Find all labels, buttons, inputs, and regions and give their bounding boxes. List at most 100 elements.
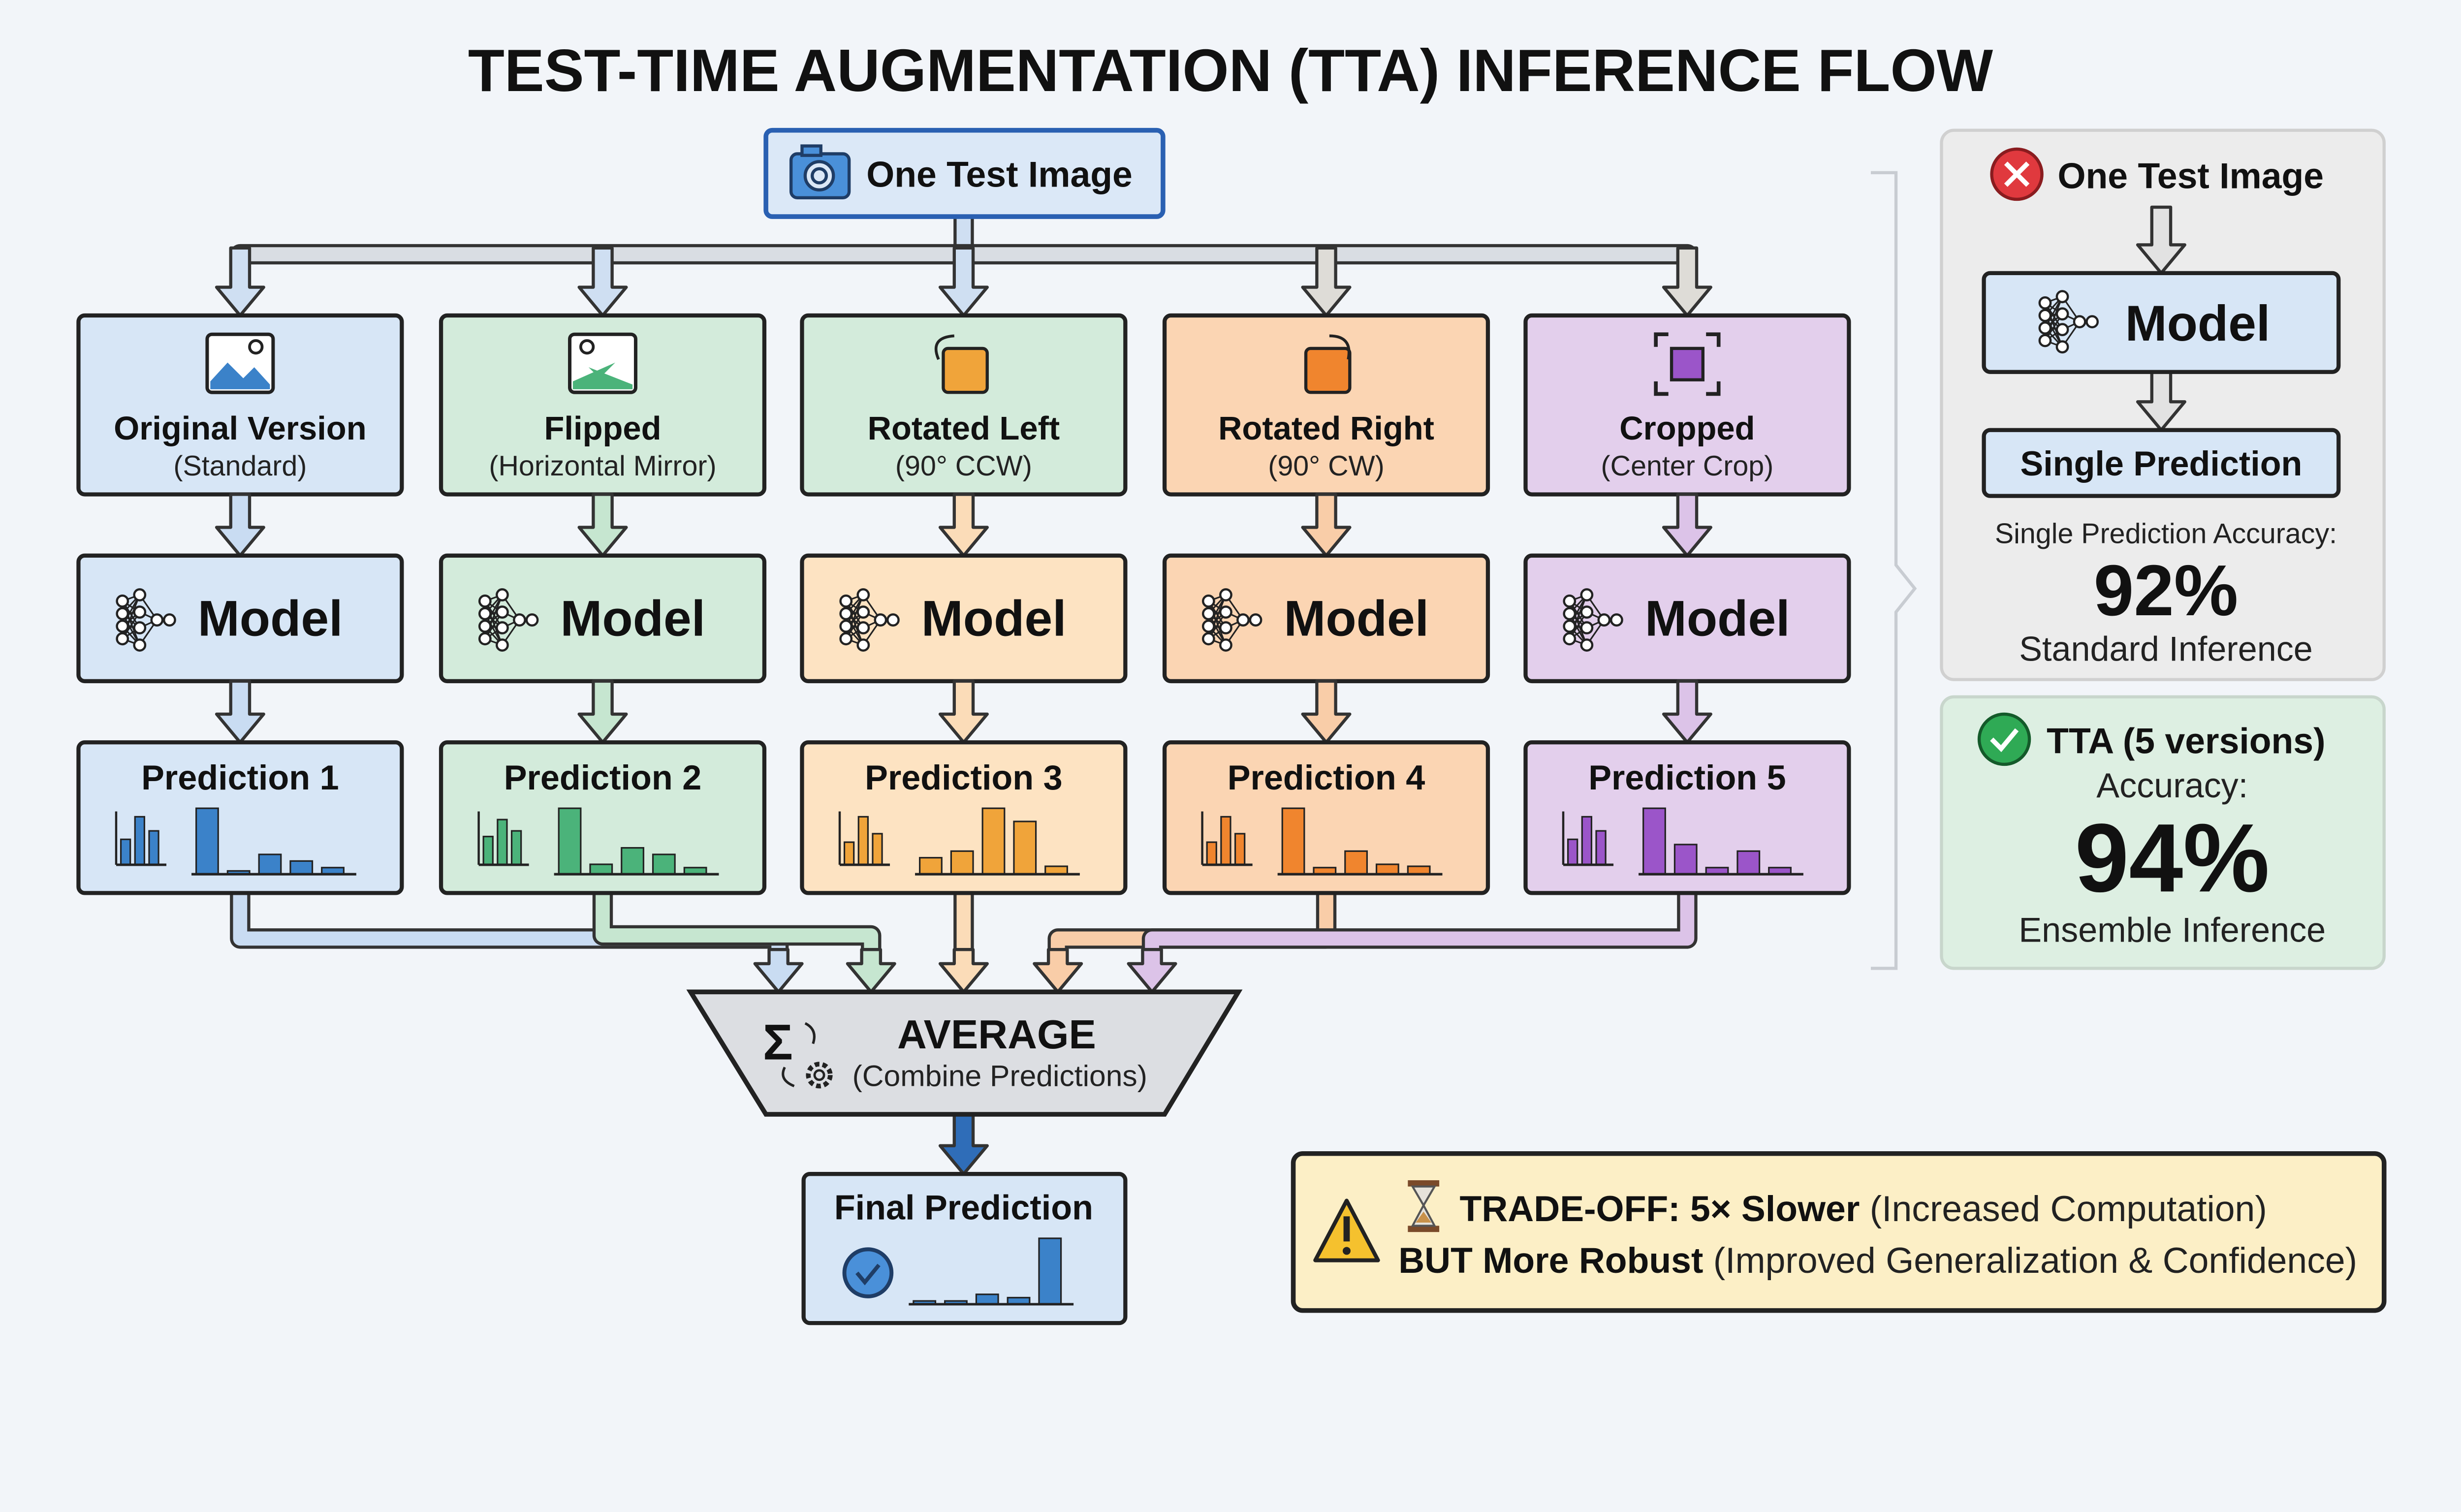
- bar: [1013, 820, 1037, 875]
- augmentation-title: Cropped: [1619, 410, 1755, 447]
- single-input-label: One Test Image: [2057, 156, 2324, 196]
- merge-arrow-5: [1127, 948, 1177, 994]
- crop-icon: [1654, 332, 1721, 396]
- branch-1: Original Version(Standard)ModelPredictio…: [76, 313, 404, 895]
- model-label: Model: [198, 590, 343, 646]
- input-label: One Test Image: [866, 154, 1133, 194]
- bar: [1344, 850, 1368, 875]
- x-circle-icon: [1990, 147, 2044, 201]
- neural-network-icon: [1201, 588, 1262, 652]
- svg-text:Σ: Σ: [763, 1014, 793, 1070]
- neural-network-icon: [1563, 588, 1623, 652]
- bar: [981, 807, 1006, 875]
- class-probability-chart: [1277, 807, 1443, 876]
- tradeoff-robust: BUT More Robust: [1398, 1240, 1703, 1281]
- bar: [975, 1293, 999, 1305]
- bar: [1038, 1237, 1062, 1305]
- arrow-to-prediction: [938, 679, 989, 744]
- mini-distribution-chart: [1201, 811, 1253, 866]
- bar: [1234, 833, 1246, 866]
- average-title: AVERAGE: [897, 1011, 1096, 1057]
- bar: [621, 847, 644, 875]
- augmentation-title: Original Version: [114, 410, 366, 447]
- arrow-to-2: [577, 246, 628, 317]
- rotate-left-icon: [934, 334, 989, 394]
- merge-arrow-3: [938, 948, 989, 994]
- mini-distribution-chart: [838, 811, 890, 866]
- bar: [1595, 830, 1607, 866]
- neural-network-icon: [478, 588, 539, 652]
- arrow-to-single-prediction: [2136, 370, 2186, 432]
- merge-arrow-1: [753, 948, 804, 994]
- bar: [497, 819, 508, 866]
- bar: [950, 850, 974, 875]
- bar: [510, 830, 522, 866]
- augmentation-subtitle: (Center Crop): [1601, 450, 1774, 482]
- tta-label: TTA (5 versions): [2047, 721, 2325, 761]
- arrow-to-model: [938, 493, 989, 558]
- connectors: [215, 217, 1712, 1176]
- rotate-right-icon: [1304, 334, 1352, 394]
- tradeoff-slower: TRADE-OFF: 5× Slower: [1460, 1189, 1860, 1229]
- model-label: Model: [921, 590, 1067, 646]
- single-model-label: Model: [2125, 295, 2271, 351]
- model-label: Model: [560, 590, 705, 646]
- single-prediction-box: [1982, 428, 2341, 498]
- prediction-box: [439, 740, 767, 895]
- arrow-to-prediction: [215, 679, 265, 744]
- augmentation-subtitle: (90° CCW): [895, 450, 1032, 482]
- arrow-to-prediction: [577, 679, 628, 744]
- neural-network-icon: [839, 588, 900, 652]
- class-probability-chart: [191, 807, 356, 876]
- single-model-box: [1982, 271, 2341, 374]
- single-flow-arrows: [2136, 205, 2186, 432]
- bar: [289, 860, 314, 875]
- tradeoff-callout: TRADE-OFF: 5× Slower (Increased Computat…: [1291, 1151, 2387, 1313]
- tradeoff-computation: (Increased Computation): [1860, 1189, 2267, 1229]
- model-label: Model: [1645, 590, 1790, 646]
- bar: [134, 816, 145, 866]
- arrow-to-model: [1662, 493, 1712, 558]
- arrow-to-model: [577, 493, 628, 558]
- bar: [148, 830, 159, 866]
- class-probability-chart: [915, 807, 1080, 876]
- bar: [1642, 807, 1666, 875]
- bar: [1206, 841, 1217, 866]
- prediction-label: Prediction 3: [865, 758, 1062, 797]
- prediction-label: Prediction 5: [1588, 758, 1786, 797]
- final-prediction-label: Final Prediction: [834, 1188, 1093, 1227]
- camera-icon: [789, 144, 851, 199]
- bar: [195, 807, 219, 875]
- bar: [1581, 816, 1593, 866]
- bar: [652, 853, 676, 875]
- model-label: Model: [1284, 590, 1429, 646]
- arrow-to-4: [1301, 246, 1352, 317]
- tradeoff-line-2: BUT More Robust (Improved Generalization…: [1398, 1240, 2357, 1281]
- bar: [1567, 838, 1578, 866]
- tradeoff-generalization: (Improved Generalization & Confidence): [1703, 1240, 2357, 1281]
- bar: [1281, 807, 1305, 875]
- tta-accuracy-value: 94%: [2075, 803, 2270, 912]
- single-accuracy-label: Single Prediction Accuracy:: [1995, 518, 2337, 549]
- neural-network-icon: [116, 588, 176, 652]
- augmentation-subtitle: (Horizontal Mirror): [489, 450, 716, 482]
- mini-distribution-chart: [1562, 811, 1614, 866]
- comparison-bracket: [1871, 171, 1917, 970]
- page-title: TEST-TIME AUGMENTATION (TTA) INFERENCE F…: [468, 37, 1993, 104]
- bar: [1220, 816, 1231, 866]
- augmentation-title: Rotated Left: [868, 410, 1060, 447]
- tta-accuracy-note: Ensemble Inference: [2019, 910, 2326, 949]
- bar: [482, 836, 494, 866]
- tta-diagram: TEST-TIME AUGMENTATION (TTA) INFERENCE F…: [76, 36, 2387, 1325]
- final-prediction-box: Final Prediction: [801, 1172, 1128, 1325]
- warning-icon: [1313, 1198, 1380, 1262]
- average-block: Σ AVERAGE (Combine Predictions): [686, 989, 1243, 1117]
- augmentation-title: Rotated Right: [1218, 410, 1434, 447]
- prediction-label: Prediction 1: [141, 758, 339, 797]
- bar: [843, 841, 855, 866]
- image-icon: [205, 332, 275, 394]
- branch-2: Flipped(Horizontal Mirror)ModelPredictio…: [439, 313, 767, 895]
